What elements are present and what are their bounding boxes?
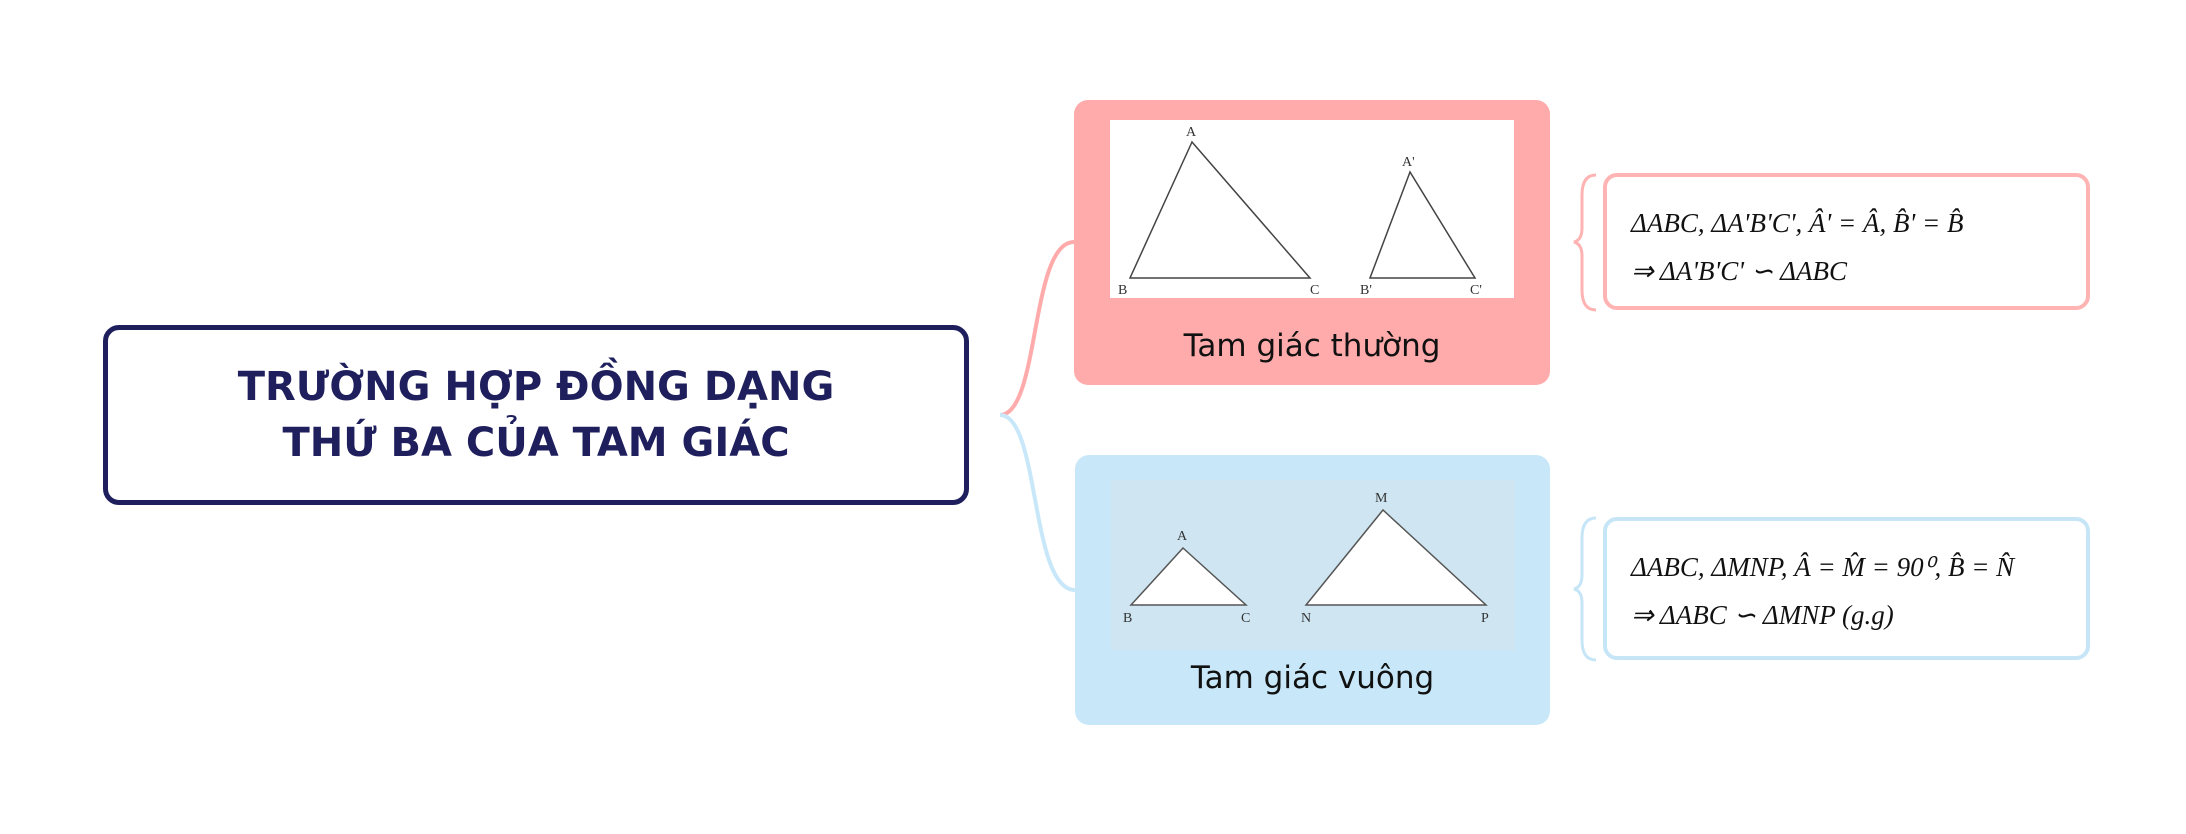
- connector-pink: [999, 240, 1075, 417]
- triangle-figure-general: A B C A' B' C': [1110, 120, 1514, 298]
- svg-text:B: B: [1123, 611, 1132, 626]
- svg-text:A: A: [1177, 529, 1188, 544]
- svg-text:B: B: [1118, 283, 1127, 298]
- root-topic[interactable]: TRƯỜNG HỢP ĐỒNG DẠNG THỨ BA CỦA TAM GIÁC: [103, 325, 969, 505]
- svg-text:C': C': [1470, 283, 1482, 298]
- svg-text:C: C: [1310, 283, 1319, 298]
- formula-line: ⇒ ΔA'B'C' ∽ ΔABC: [1631, 256, 1848, 286]
- triangle-figure-right: A B C M N P: [1111, 480, 1515, 650]
- branch-tam-giac-vuong[interactable]: A B C M N P Tam giác vuông: [1075, 455, 1550, 725]
- svg-text:P: P: [1481, 611, 1489, 626]
- svg-text:B': B': [1360, 283, 1372, 298]
- svg-text:A: A: [1186, 125, 1197, 140]
- svg-text:A': A': [1402, 155, 1415, 170]
- connector-blue: [999, 413, 1076, 592]
- branch-label: Tam giác vuông: [1190, 660, 1435, 696]
- formula-line: ⇒ ΔABC ∽ ΔMNP (g.g): [1631, 600, 1894, 630]
- formula-box-right: ΔABC, ΔMNP, Â = M̂ = 90⁰, B̂ = N̂ ⇒ ΔABC…: [1603, 517, 2090, 660]
- branch-label: Tam giác thường: [1183, 328, 1441, 364]
- branch-tam-giac-thuong[interactable]: A B C A' B' C' Tam giác thường: [1074, 100, 1550, 385]
- root-title-line1: TRƯỜNG HỢP ĐỒNG DẠNG: [237, 364, 835, 410]
- brace-pink: [1573, 173, 1597, 312]
- svg-text:N: N: [1301, 611, 1311, 626]
- svg-text:C: C: [1241, 611, 1250, 626]
- root-title-line2: THỨ BA CỦA TAM GIÁC: [282, 420, 790, 466]
- brace-blue: [1573, 516, 1597, 662]
- formula-line: ΔABC, ΔA'B'C', Â' = Â, B̂' = B̂: [1631, 208, 1964, 238]
- formula-box-general: ΔABC, ΔA'B'C', Â' = Â, B̂' = B̂ ⇒ ΔA'B'C…: [1603, 173, 2090, 310]
- svg-text:M: M: [1375, 491, 1388, 506]
- formula-line: ΔABC, ΔMNP, Â = M̂ = 90⁰, B̂ = N̂: [1631, 552, 2015, 582]
